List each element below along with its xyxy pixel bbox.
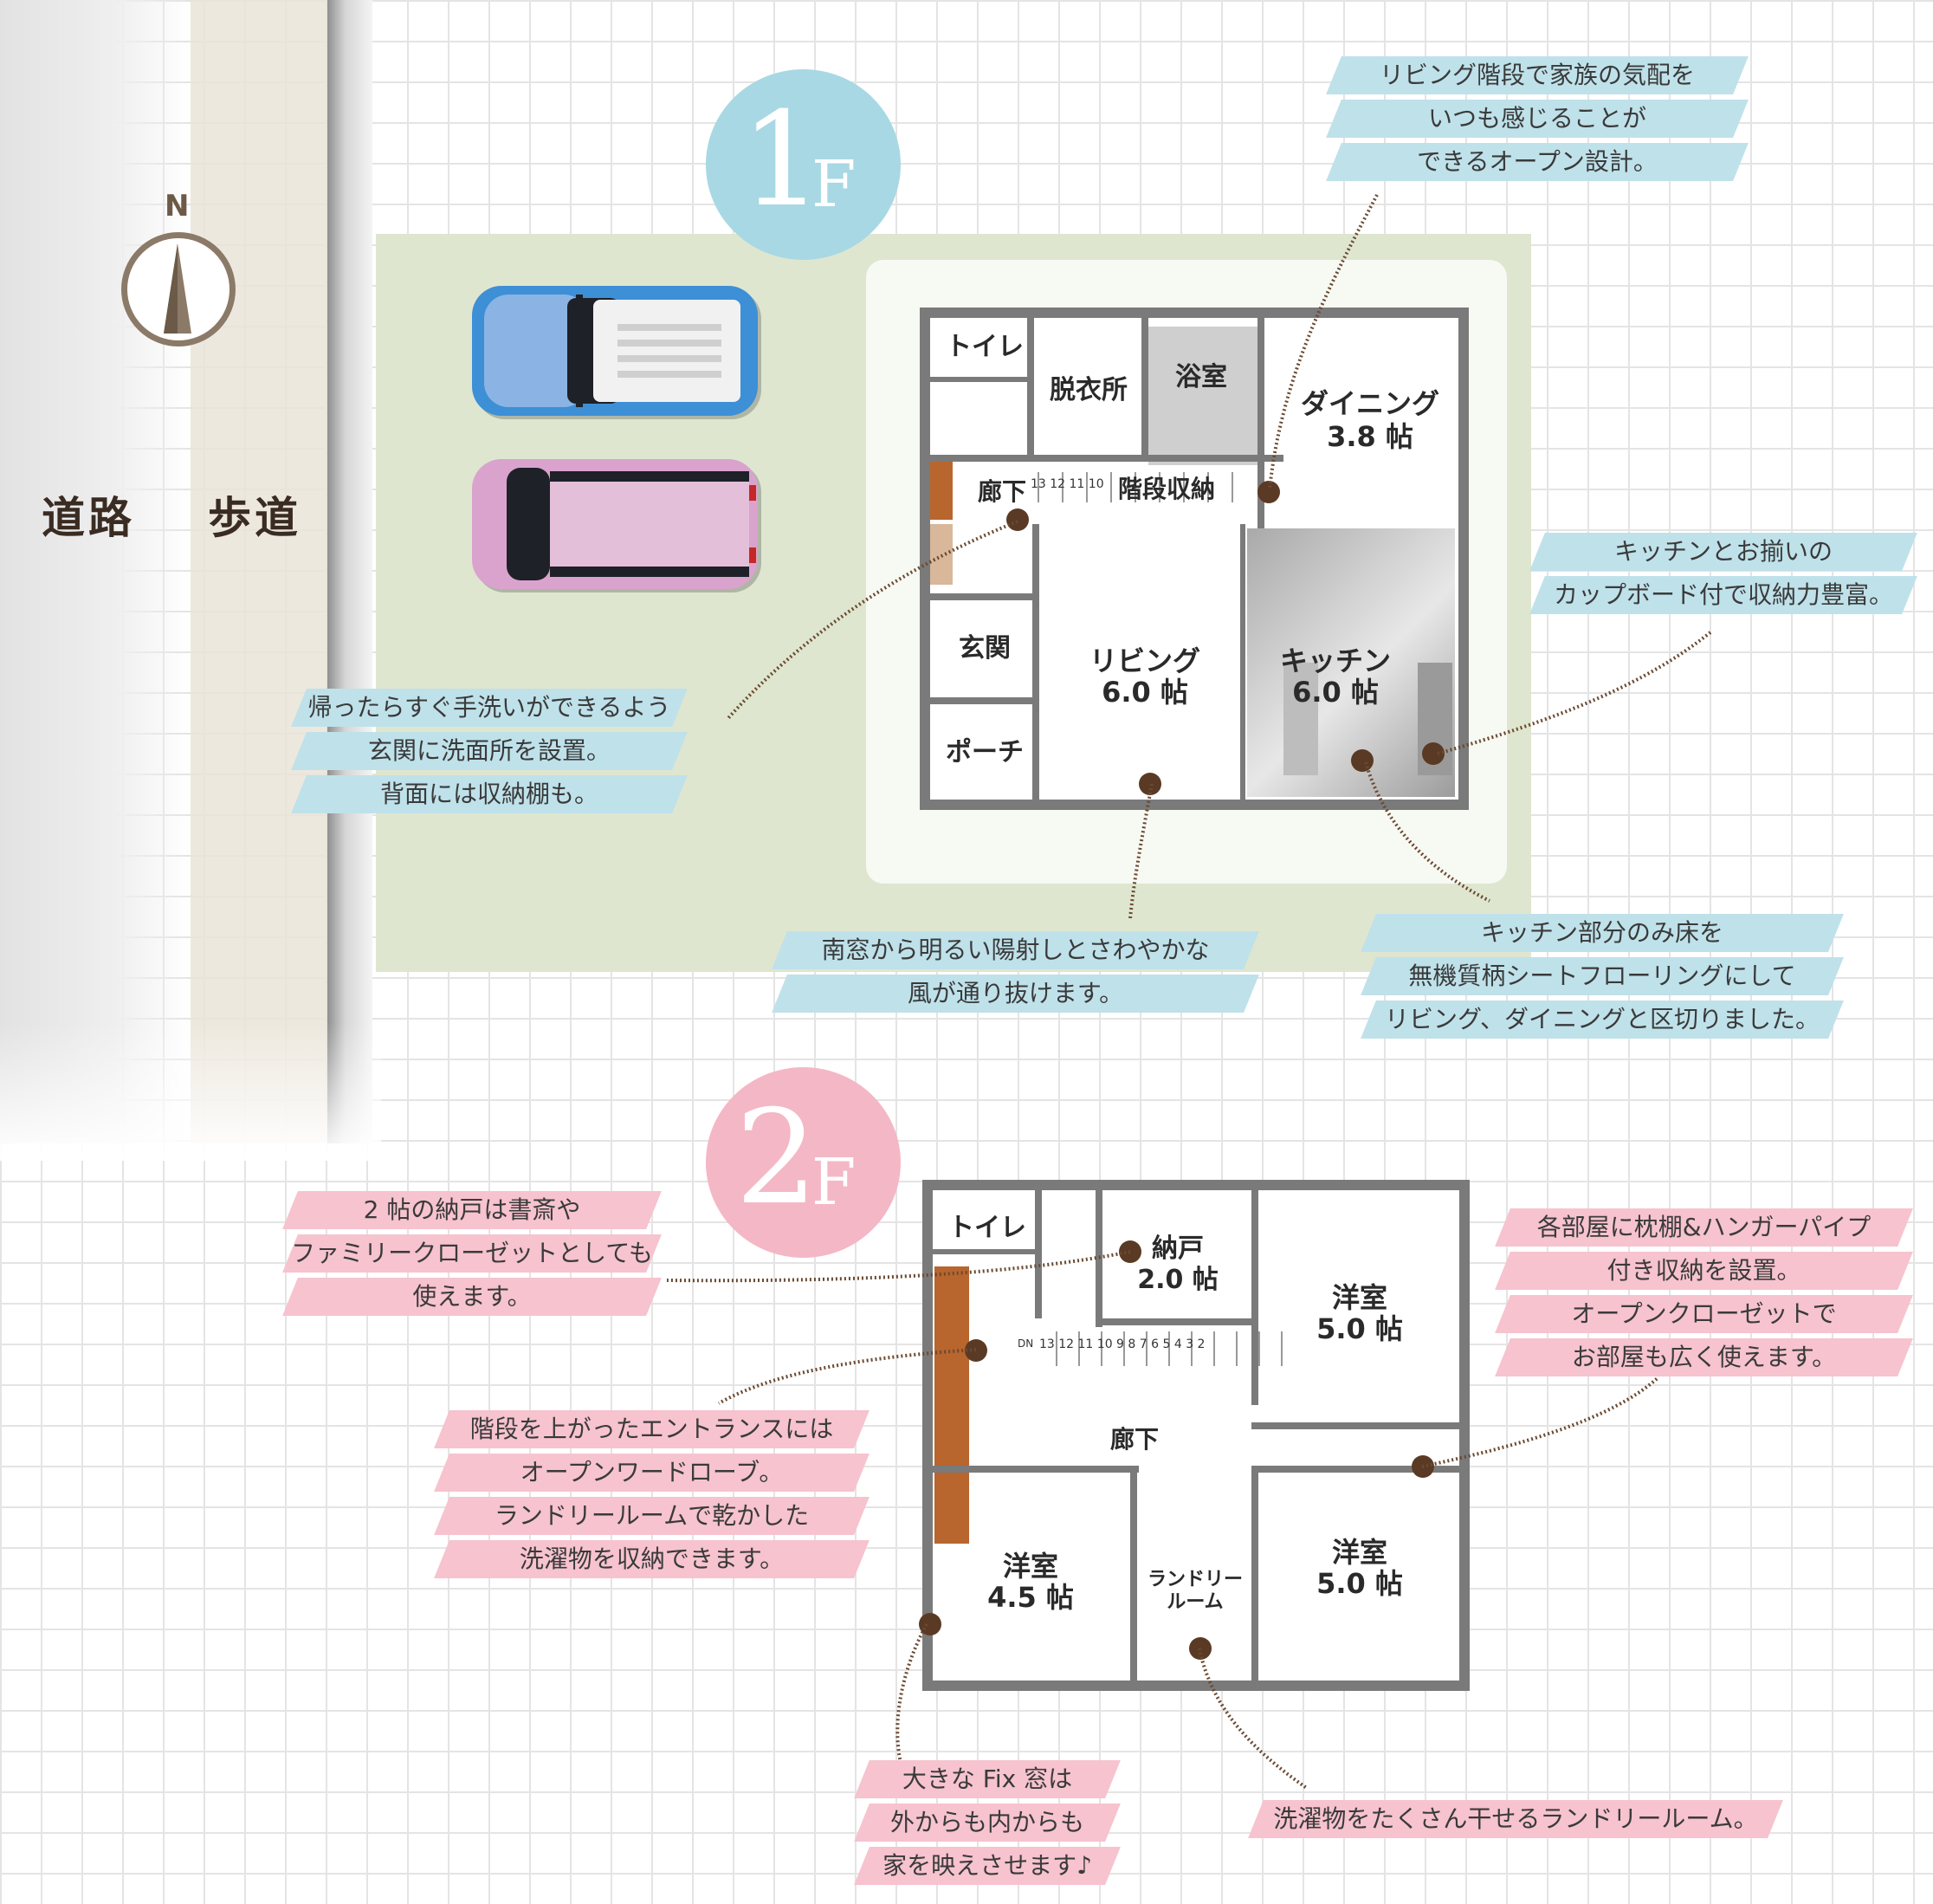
note-closets-line-1: 各部屋に枕棚&ハンガーパイプ — [1495, 1208, 1913, 1247]
floor-1-badge: 1 F — [706, 69, 901, 260]
room-dining-size: 3.8 帖 — [1327, 420, 1413, 453]
curb — [327, 0, 372, 1143]
car-blue-icon — [472, 286, 766, 424]
room-stair-storage: 階段収納 — [1117, 475, 1215, 503]
floor-2-badge: 2 F — [706, 1067, 901, 1258]
note-storeroom-line-2: ファミリークローゼットとしても — [282, 1234, 662, 1273]
stairs-1f-numbers: 13 12 11 10 — [1031, 477, 1104, 491]
marker-stairs — [1257, 481, 1280, 503]
room-living-size: 6.0 帖 — [1102, 676, 1188, 709]
bath-floor — [1148, 327, 1261, 465]
marker-cupboard — [1422, 742, 1445, 765]
note-laundry-line-1: 洗濯物をたくさん干せるランドリールーム。 — [1248, 1800, 1783, 1838]
room-sw-size: 4.5 帖 — [987, 1581, 1074, 1614]
note-entrance-line-3: 背面には収納棚も。 — [291, 775, 688, 813]
room-hall-2f: 廊下 — [1109, 1425, 1159, 1454]
floor-2-number: 2 — [735, 1083, 818, 1234]
note-storeroom-line-1: 2 帖の納戸は書斎や — [282, 1191, 662, 1229]
sidewalk-label: 歩道 — [208, 493, 301, 543]
note-cupboard-line-2: カップボード付で収納力豊富。 — [1529, 576, 1917, 614]
note-fix-line-1: 大きな Fix 窓は — [854, 1760, 1121, 1798]
room-sw: 洋室 — [1002, 1550, 1058, 1583]
note-cupboard-line-1: キッチンとお揃いの — [1529, 533, 1917, 571]
note-fix-line-3: 家を映えさせます♪ — [854, 1847, 1121, 1885]
floorplan-2f: 13 12 11 10 9 8 7 6 5 4 3 2 DN トイレ 納戸 2.… — [919, 1180, 1470, 1691]
room-bath: 浴室 — [1175, 362, 1227, 392]
floor-2-suffix: F — [811, 1145, 857, 1220]
note-kitchen-line-2: 無機質柄シートフローリングにして — [1361, 957, 1844, 995]
room-se: 洋室 — [1331, 1536, 1387, 1569]
marker-fix-window — [919, 1613, 941, 1635]
note-window-line-2: 風が通り抜けます。 — [772, 975, 1259, 1013]
road-area — [0, 0, 191, 1143]
marker-kitchen — [1351, 749, 1374, 772]
room-storeroom: 納戸 — [1152, 1234, 1204, 1264]
note-closets-line-2: 付き収納を設置。 — [1495, 1252, 1913, 1290]
room-laundry-2: ルーム — [1167, 1591, 1224, 1613]
wood-shelf — [928, 459, 953, 520]
note-closets-line-4: お部屋も広く使えます。 — [1495, 1338, 1913, 1376]
floorplan-1f: 13 12 11 10 トイレ 脱衣所 浴室 ダイニング 3.8 帖 廊下 階段… — [920, 308, 1469, 810]
room-se-size: 5.0 帖 — [1316, 1567, 1403, 1600]
room-entrance: 玄関 — [959, 633, 1011, 664]
stove — [1283, 663, 1318, 775]
note-stairs-line-1: リビング階段で家族の気配を — [1326, 56, 1749, 94]
note-entrance-line-2: 玄関に洗面所を設置。 — [291, 732, 688, 770]
open-wardrobe — [934, 1266, 969, 1544]
note-fix-line-2: 外からも内からも — [854, 1804, 1121, 1842]
sidewalk-area — [191, 0, 329, 1143]
note-stairs-line-2: いつも感じることが — [1326, 100, 1749, 138]
room-ne: 洋室 — [1331, 1281, 1387, 1314]
room-hall-1f: 廊下 — [977, 477, 1026, 506]
room-ne-size: 5.0 帖 — [1316, 1312, 1403, 1345]
note-kitchen-line-3: リビング、ダイニングと区切りました。 — [1361, 1001, 1844, 1039]
note-stairs-line-3: できるオープン設計。 — [1326, 143, 1749, 181]
stairs-1f — [1015, 472, 1244, 502]
note-window-line-1: 南窓から明るい陽射しとさわやかな — [772, 931, 1259, 969]
note-wardrobe-line-2: オープンワードローブ。 — [434, 1454, 870, 1492]
note-closets-line-3: オープンクローゼットで — [1495, 1295, 1913, 1333]
floor-1-suffix: F — [811, 147, 857, 222]
room-storeroom-size: 2.0 帖 — [1137, 1265, 1219, 1295]
room-toilet-2f: トイレ — [948, 1213, 1026, 1243]
note-kitchen-line-1: キッチン部分のみ床を — [1361, 914, 1844, 952]
road-label: 道路 — [42, 493, 135, 543]
room-porch: ポーチ — [946, 737, 1024, 767]
stairs-2f-dn: DN — [1018, 1337, 1034, 1350]
fade — [0, 1022, 381, 1161]
room-kitchen: キッチン — [1279, 644, 1391, 677]
note-storeroom-line-3: 使えます。 — [282, 1278, 662, 1316]
stairs-2f-numbers: 13 12 11 10 9 8 7 6 5 4 3 2 — [1039, 1337, 1206, 1351]
note-entrance-line-1: 帰ったらすぐ手洗いができるよう — [291, 689, 688, 727]
note-wardrobe-line-4: 洗濯物を収納できます。 — [434, 1540, 870, 1578]
wood-basin — [928, 524, 953, 585]
room-toilet-1f: トイレ — [946, 332, 1024, 362]
note-wardrobe-line-1: 階段を上がったエントランスには — [434, 1410, 870, 1448]
room-living: リビング — [1089, 644, 1200, 677]
room-dining: ダイニング — [1300, 387, 1439, 420]
room-kitchen-size: 6.0 帖 — [1292, 676, 1379, 709]
room-laundry: ランドリー — [1147, 1569, 1243, 1590]
compass-north-label: N — [165, 189, 190, 223]
car-pink-icon — [472, 459, 766, 598]
marker-hall-1f — [1006, 508, 1029, 531]
room-dressing: 脱衣所 — [1050, 375, 1128, 405]
compass-icon — [121, 232, 236, 346]
note-wardrobe-line-3: ランドリールームで乾かした — [434, 1497, 870, 1535]
floor-1-number: 1 — [740, 85, 824, 236]
stairs-2f — [1035, 1331, 1303, 1366]
